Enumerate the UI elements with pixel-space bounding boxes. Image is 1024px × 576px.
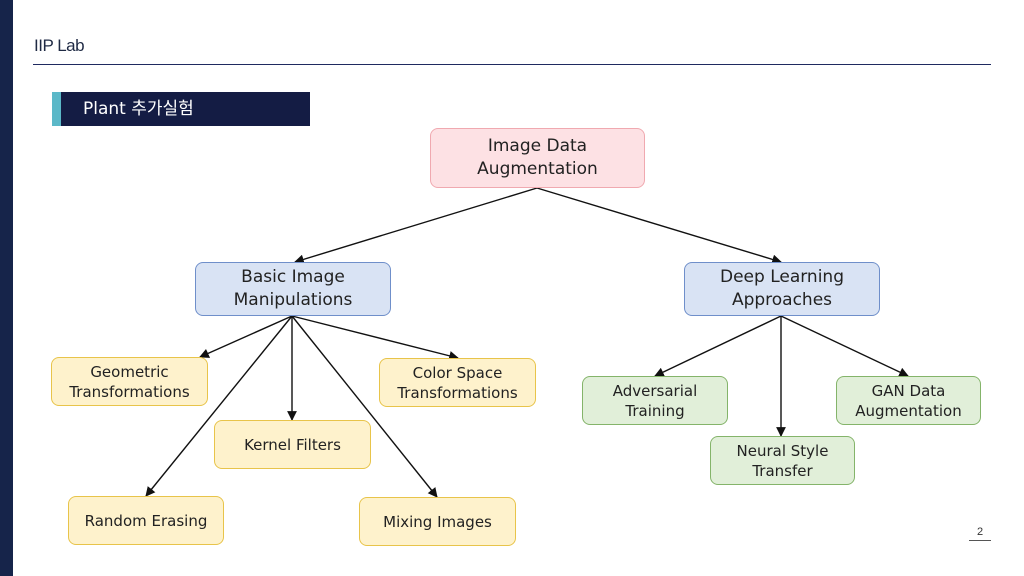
section-title: Plant 추가실험	[52, 92, 310, 126]
node-color-space-transformations: Color Space Transformations	[379, 358, 536, 407]
node-image-data-augmentation: Image Data Augmentation	[430, 128, 645, 188]
left-accent-stripe	[0, 0, 13, 576]
node-kernel-filters: Kernel Filters	[214, 420, 371, 469]
edge-basic-color	[291, 315, 459, 361]
node-deep-learning-approaches: Deep Learning Approaches	[684, 262, 880, 316]
node-basic-image-manipulations: Basic Image Manipulations	[195, 262, 391, 316]
section-title-text: Plant 추가실험	[83, 99, 194, 119]
node-random-erasing: Random Erasing	[68, 496, 224, 545]
node-gan-data-augmentation: GAN Data Augmentation	[836, 376, 981, 425]
edge-basic-random	[145, 315, 293, 497]
node-adversarial-training: Adversarial Training	[582, 376, 728, 425]
lab-name: IIP Lab	[34, 36, 85, 55]
edge-basic-mixing	[291, 315, 438, 498]
edge-root-basic	[294, 187, 538, 265]
edge-deep-gan	[780, 315, 909, 377]
edge-root-deep	[536, 187, 782, 265]
header-divider	[33, 64, 991, 65]
node-geometric-transformations: Geometric Transformations	[51, 357, 208, 406]
edge-deep-adversarial	[654, 315, 782, 377]
edge-basic-geometric	[199, 315, 293, 358]
page-number: 2	[969, 526, 991, 541]
node-neural-style-transfer: Neural Style Transfer	[710, 436, 855, 485]
node-mixing-images: Mixing Images	[359, 497, 516, 546]
